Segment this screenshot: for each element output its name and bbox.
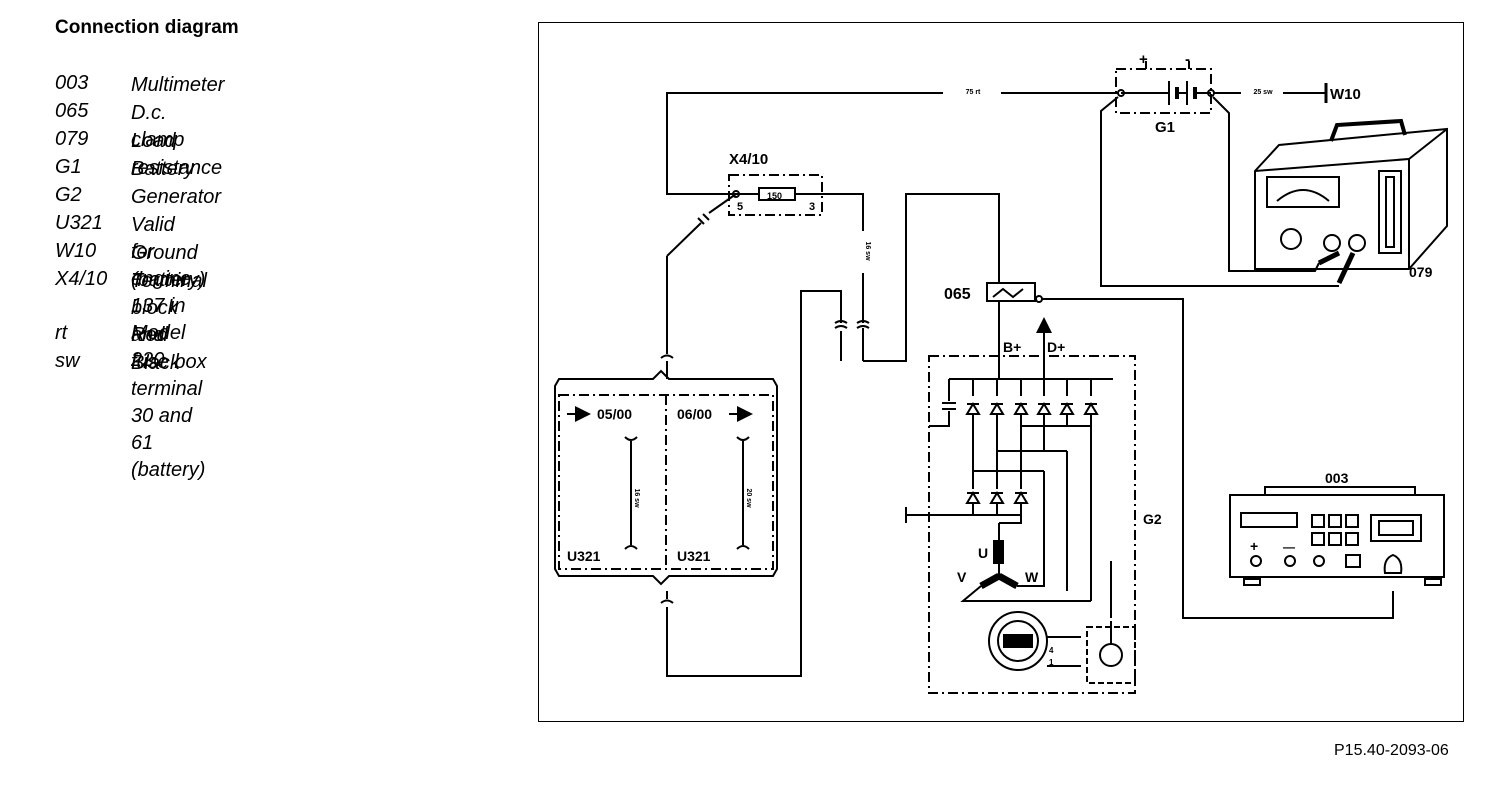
label-w: W	[1025, 569, 1039, 585]
label-wire-20sw: 20 sw	[745, 488, 752, 508]
dc-clamp-065	[986, 282, 1394, 619]
legend-code: G1	[55, 156, 82, 178]
label-d-plus: D+	[1047, 339, 1065, 355]
wiring-diagram-frame: X4/10 150 5 3 G1 + - W10 75 rt 25 sw 16 …	[538, 22, 1464, 722]
variant-box-u321	[554, 369, 778, 586]
label-079: 079	[1409, 264, 1433, 280]
legend-desc: Black	[131, 352, 180, 374]
label-b-plus: B+	[1003, 339, 1021, 355]
wire-25sw	[1214, 83, 1328, 103]
legend-desc: Load resistance	[131, 130, 223, 179]
wire-x4-to-u321	[660, 193, 848, 677]
legend-desc: Battery	[131, 158, 195, 180]
legend-code: 003	[55, 72, 89, 94]
label-wire-25sw: 25 sw	[1253, 89, 1273, 96]
legend-desc: Red	[131, 324, 168, 346]
legend-desc: Ground (battery)	[131, 242, 206, 291]
legend-desc: Generator	[131, 186, 222, 208]
wire-75rt	[666, 87, 1118, 195]
battery-g1	[1115, 61, 1215, 114]
figure-reference: P15.40-2093-06	[1334, 742, 1449, 759]
legend-code: G2	[55, 184, 82, 206]
label-wire-16sw: 16 sw	[864, 241, 871, 261]
battery-load-leads	[1100, 96, 1339, 287]
label-w10: W10	[1330, 86, 1361, 103]
label-mm-minus: —	[1283, 540, 1295, 554]
label-v: V	[957, 569, 967, 585]
label-mm-plus: +	[1250, 538, 1258, 554]
multimeter-003	[1229, 486, 1445, 586]
label-term-5: 5	[737, 201, 743, 213]
label-u: U	[978, 545, 988, 561]
legend-code: X4/10	[55, 268, 108, 290]
label-065: 065	[944, 286, 971, 303]
label-wire-16sw-b: 16 sw	[633, 488, 640, 508]
fuse-box-x4-10	[728, 174, 1000, 362]
legend-code: U321	[55, 212, 103, 234]
legend-desc: Multimeter	[131, 74, 225, 96]
label-u321-right: U321	[677, 548, 711, 564]
label-003: 003	[1325, 470, 1349, 486]
label-minus: -	[1185, 51, 1190, 68]
legend-desc: Terminal block and fuse box terminal 30 …	[131, 270, 207, 481]
label-date-left: 05/00	[597, 406, 632, 422]
label-term-3: 3	[809, 201, 815, 213]
generator-g2	[905, 355, 1136, 694]
load-resistance-079	[1254, 118, 1448, 285]
diagram-title: Connection diagram	[55, 17, 239, 38]
label-g2: G2	[1143, 511, 1162, 527]
label-date-right: 06/00	[677, 406, 712, 422]
label-plus: +	[1139, 51, 1148, 68]
label-g1: G1	[1155, 119, 1175, 136]
label-reg-1: 1	[1049, 658, 1054, 667]
label-fuse-value: 150	[767, 191, 782, 201]
legend-code: 079	[55, 128, 89, 150]
label-u321-left: U321	[567, 548, 601, 564]
legend-code: rt	[55, 322, 68, 344]
legend-desc: Valid for engine 137 in Model 220	[131, 214, 192, 371]
legend-code: sw	[55, 350, 80, 372]
legend-code: W10	[55, 240, 97, 262]
label-x4-10: X4/10	[729, 151, 768, 168]
legend-desc: D.c. clamp	[131, 102, 185, 151]
label-wire-75rt: 75 rt	[966, 89, 981, 96]
label-reg-4: 4	[1049, 646, 1054, 655]
legend-code: 065	[55, 100, 89, 122]
